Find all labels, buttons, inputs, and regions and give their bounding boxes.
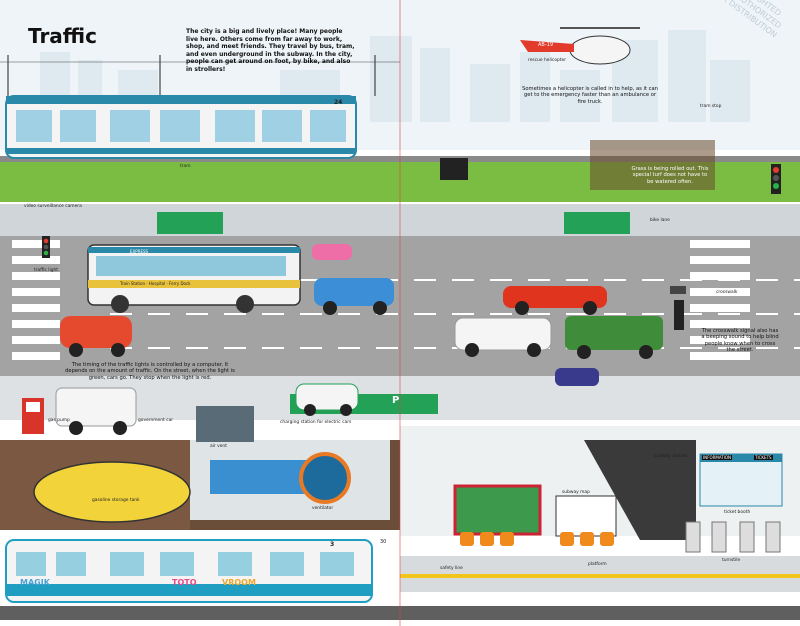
stairs[interactable] xyxy=(584,440,696,540)
car-red-left[interactable] xyxy=(60,316,132,357)
parking-letter: P xyxy=(392,395,400,406)
motorcycle-police[interactable] xyxy=(555,368,599,386)
traffic-light-right xyxy=(771,164,781,194)
label-ticket-booth: ticket booth xyxy=(724,510,751,515)
page-title: Traffic xyxy=(28,24,97,48)
bike-lane-sign-left xyxy=(157,212,223,234)
electric-car[interactable] xyxy=(295,383,359,416)
information-sign: INFORMATION xyxy=(702,455,733,460)
label-government-car: government car xyxy=(138,418,174,423)
subway-map-board xyxy=(555,495,617,537)
graffiti-3: VROOM xyxy=(222,578,256,587)
label-turnstile: turnstile xyxy=(722,558,741,563)
air-vent-grate xyxy=(196,406,254,442)
label-air-vent: air vent xyxy=(210,444,227,449)
bus-route: Train Station · Hospital · Ferry Dock xyxy=(120,281,191,286)
label-rescue-helicopter: rescue helicopter xyxy=(528,58,567,63)
label-tram: tram xyxy=(180,164,191,169)
graffiti-1: MAGIK xyxy=(20,578,50,587)
grass-note: Grass is being rolled out. This special … xyxy=(631,166,709,185)
subway-number: 3 xyxy=(330,541,335,548)
gasoline-tank xyxy=(33,461,191,523)
bus-destination: EXPRESS xyxy=(130,249,149,254)
label-bike-lane: bike lane xyxy=(650,218,670,223)
crosswalk-right xyxy=(690,240,750,360)
turf-roll-area xyxy=(590,140,715,190)
helicopter-note: Sometimes a helicopter is called in to h… xyxy=(522,86,658,105)
crosswalk-signal xyxy=(674,300,684,330)
gas-pump[interactable] xyxy=(22,398,44,434)
rescue-helicopter[interactable] xyxy=(520,27,640,65)
label-platform: platform xyxy=(588,562,607,567)
platform-seats xyxy=(460,532,614,546)
tickets-sign: TICKETS xyxy=(754,455,773,460)
crosswalk-signal-note: The crosswalk signal also has a beeping … xyxy=(701,328,779,354)
graffiti-2: TOTO xyxy=(172,578,197,587)
car-red-sport[interactable] xyxy=(503,286,607,315)
label-gas-pump: gas pump xyxy=(48,418,70,423)
platform-sign: 30 xyxy=(380,539,387,545)
traffic-lights-note: The timing of the traffic lights is cont… xyxy=(65,362,235,381)
ticket-booth-box[interactable] xyxy=(699,453,783,507)
tram-number: 24 xyxy=(334,99,343,106)
traffic-light-left xyxy=(42,236,50,258)
helicopter-code: AB-19 xyxy=(538,42,554,48)
turnstiles[interactable] xyxy=(685,521,781,553)
car-blue[interactable] xyxy=(314,278,394,315)
billboard xyxy=(453,484,542,536)
label-subway-station: subway station xyxy=(654,454,688,459)
bus[interactable] xyxy=(87,244,301,313)
bike-lane-sign-right xyxy=(564,212,630,234)
crosswalk-left xyxy=(12,240,60,360)
scooter-pink[interactable] xyxy=(312,244,352,260)
label-crosswalk: crosswalk xyxy=(716,290,738,295)
label-video-camera: video surveillance camera xyxy=(24,204,82,209)
catenary xyxy=(0,55,400,96)
label-charging-station: charging station for electric cars xyxy=(280,420,352,425)
label-gasoline-tank: gasoline storage tank xyxy=(92,498,140,503)
label-ventilator: ventilator xyxy=(312,506,334,511)
safety-line-stripe xyxy=(400,574,800,578)
bike-sign-post xyxy=(440,158,468,180)
label-traffic-light: traffic light xyxy=(34,268,59,273)
label-safety-line: safety line xyxy=(440,566,463,571)
video-camera-icon xyxy=(670,286,686,294)
label-subway-map: subway map xyxy=(562,490,590,495)
car-white[interactable] xyxy=(454,317,552,357)
government-van[interactable] xyxy=(55,387,137,435)
ventilator xyxy=(210,452,351,504)
subway-train[interactable] xyxy=(5,539,373,603)
tram[interactable] xyxy=(5,95,357,159)
label-tram-stop: tram stop xyxy=(700,104,722,109)
intro-text: The city is a big and lively place! Many… xyxy=(186,28,355,73)
truck-green[interactable] xyxy=(565,316,663,359)
